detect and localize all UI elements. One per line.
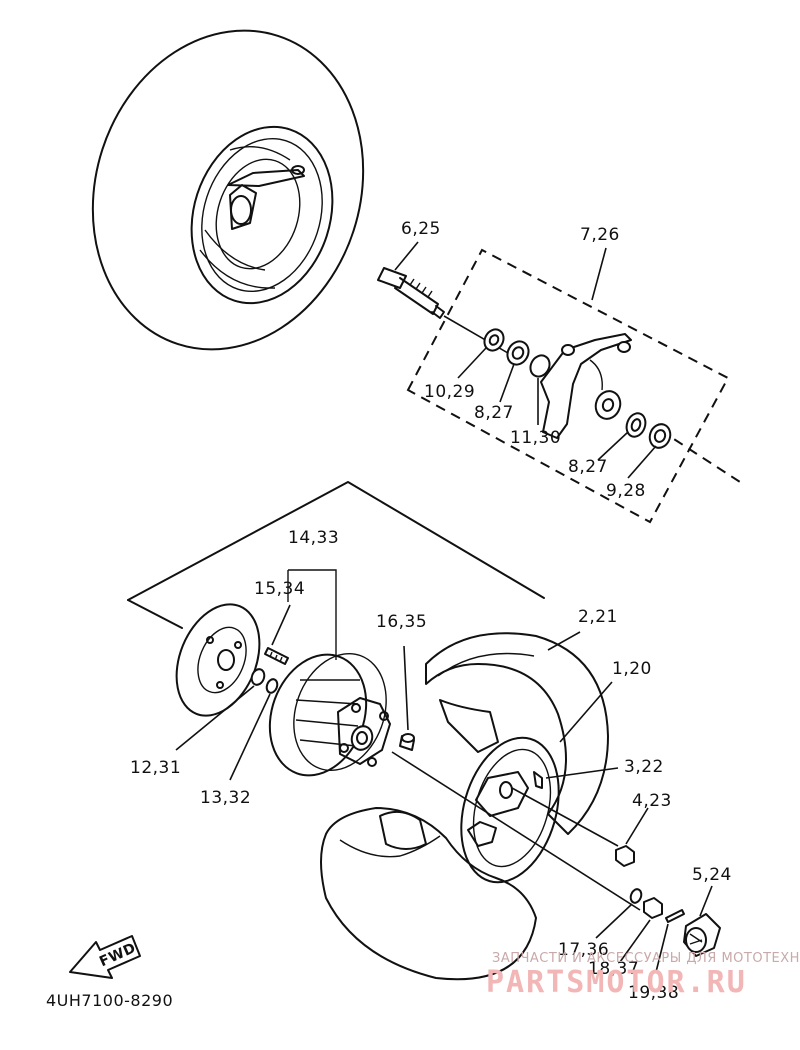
cap-5	[683, 885, 721, 957]
part-label-17-36: 17,36	[558, 940, 609, 960]
part-label-2-21: 2,21	[578, 607, 618, 627]
kingpin-bolt	[377, 267, 521, 361]
nut-18	[619, 897, 663, 963]
watermark-tagline: ЗАПЧАСТИ И АКСЕССУАРЫ ДЛЯ МОТОТЕХНИКИ	[492, 951, 800, 966]
cotter-pin-19	[655, 909, 685, 973]
part-label-12-31: 12,31	[130, 758, 181, 778]
part-label-19-38: 19,38	[628, 983, 679, 1003]
part-label-4-23: 4,23	[632, 791, 672, 811]
part-label-1-20: 1,20	[612, 659, 652, 679]
steering-knuckle	[540, 333, 632, 439]
part-label-15-34: 15,34	[254, 579, 305, 599]
part-label-3-22: 3,22	[624, 757, 664, 777]
watermark: ЗАПЧАСТИ И АКСЕССУАРЫ ДЛЯ МОТОТЕХНИКИ PA…	[486, 951, 800, 1000]
valve-3	[533, 767, 619, 789]
part-label-5-24: 5,24	[692, 865, 732, 885]
watermark-brand: PARTSMOTOR.RU	[486, 965, 747, 1000]
bearing-8a	[506, 340, 530, 366]
fwd-arrow: FWD	[69, 935, 141, 979]
assembled-wheel-drawing	[91, 29, 365, 351]
bearing-8b	[625, 412, 647, 438]
seal-9	[648, 423, 672, 449]
washer-10	[483, 328, 505, 352]
part-label-14-33: 14,33	[288, 528, 339, 548]
collar-11	[529, 354, 551, 378]
washer-13	[265, 678, 279, 694]
nut-4	[615, 807, 649, 867]
part-labels: 6,25 7,26 10,29 8,27 11,30 8,27 9,28 14,…	[130, 219, 732, 1003]
part-label-11-30: 11,30	[510, 428, 561, 448]
part-label-13-32: 13,32	[200, 788, 251, 808]
brake-disc	[175, 603, 261, 717]
part-label-18-37: 18,37	[588, 959, 639, 979]
part-label-7-26: 7,26	[580, 225, 620, 245]
part-label-6-25: 6,25	[401, 219, 441, 239]
stud-16	[399, 645, 415, 751]
washer-17	[595, 888, 643, 939]
bolt-15	[264, 604, 291, 665]
part-label-9-28: 9,28	[606, 481, 646, 501]
part-label-16-35: 16,35	[376, 612, 427, 632]
knuckle-group	[377, 241, 741, 524]
part-label-8-27-a: 8,27	[474, 403, 514, 423]
hub-rim-group	[127, 481, 721, 981]
brake-hub	[268, 652, 391, 777]
washer-12	[250, 668, 266, 686]
part-label-8-27-b: 8,27	[568, 457, 608, 477]
diagram-code: 4UH7100-8290	[46, 991, 173, 1010]
part-label-10-29: 10,29	[424, 382, 475, 402]
rim-1	[460, 681, 613, 884]
tire-2	[320, 632, 609, 981]
